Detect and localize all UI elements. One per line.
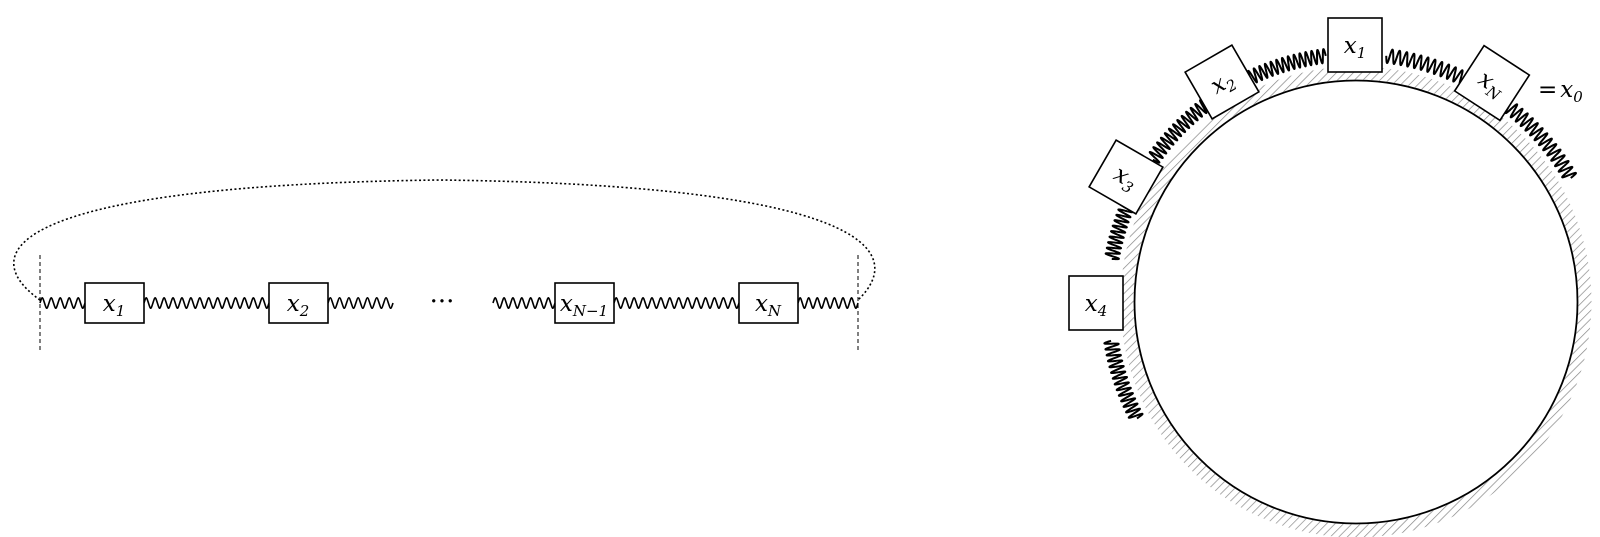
mass-box: xN bbox=[1453, 44, 1531, 122]
svg-text:xN: xN bbox=[755, 291, 782, 320]
svg-text:x2: x2 bbox=[287, 291, 310, 320]
svg-text:xN−1: xN−1 bbox=[560, 291, 608, 320]
spring bbox=[613, 296, 740, 310]
spring bbox=[143, 296, 270, 310]
ring-hatched-band bbox=[1120, 66, 1592, 537]
spring bbox=[1246, 48, 1327, 86]
svg-text:x4: x4 bbox=[1085, 291, 1108, 320]
spring bbox=[797, 296, 859, 310]
spring bbox=[39, 296, 86, 310]
spring bbox=[1504, 103, 1577, 179]
periodic-identity-label: =x0 bbox=[1538, 77, 1583, 106]
ring-springs bbox=[1103, 48, 1577, 420]
spring bbox=[327, 296, 394, 310]
svg-text:x1: x1 bbox=[1344, 33, 1367, 62]
periodic-boundary-arc bbox=[12, 179, 876, 301]
mass-box: x1 bbox=[84, 282, 145, 324]
ring-outer-edge bbox=[1133, 79, 1579, 525]
mass-box: x1 bbox=[1327, 17, 1383, 73]
mass-box: x2 bbox=[268, 282, 329, 324]
svg-text:x1: x1 bbox=[103, 291, 126, 320]
linear-springs bbox=[39, 296, 859, 310]
spring bbox=[1103, 339, 1144, 420]
linear-chain: x1 x2 xN−1 xN ··· bbox=[12, 179, 876, 352]
mass-box: x3 bbox=[1088, 139, 1164, 215]
mass-box: xN bbox=[738, 282, 799, 324]
spring bbox=[492, 296, 556, 310]
ring-chain: x1 x2 x3 x4 xN =x0 bbox=[1068, 17, 1592, 537]
spring bbox=[1148, 95, 1212, 164]
ellipsis: ··· bbox=[430, 287, 455, 317]
mass-box: xN−1 bbox=[554, 282, 615, 324]
mass-box: x2 bbox=[1184, 44, 1260, 120]
mass-box: x4 bbox=[1068, 275, 1124, 331]
